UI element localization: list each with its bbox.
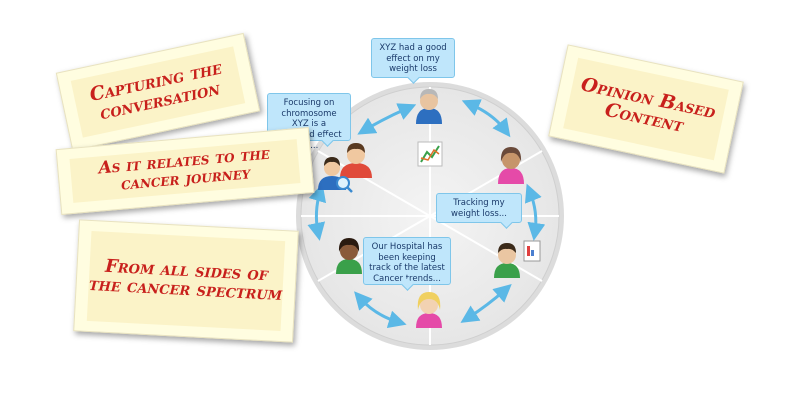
chart-icon (417, 141, 443, 167)
card-from-all: From all sides of the cancer spectrum (73, 219, 299, 343)
bubble-bottom: Our Hospital has been keeping track of t… (363, 237, 451, 285)
connection-arrows (307, 99, 546, 328)
bubble-top: XYZ had a good effect on my weight loss (371, 38, 455, 78)
card-from-all-text: From all sides of the cancer spectrum (88, 255, 283, 306)
bubble-right: Tracking my weight loss... (436, 193, 522, 223)
card-relates-text: As it relates to the cancer journey (97, 143, 271, 195)
user-dark-skin-icon (336, 238, 362, 274)
user-dark-hair-icon (494, 243, 520, 278)
user-brown-hair-icon (498, 147, 524, 184)
user-pair-search-icon (318, 143, 372, 193)
card-capturing-text: Capturing the conversation (87, 56, 224, 125)
user-gray-hair-icon (416, 89, 442, 124)
user-blond-icon (416, 292, 442, 328)
card-opinion-text: Opinion Based Content (579, 73, 718, 137)
document-icon (523, 240, 541, 262)
